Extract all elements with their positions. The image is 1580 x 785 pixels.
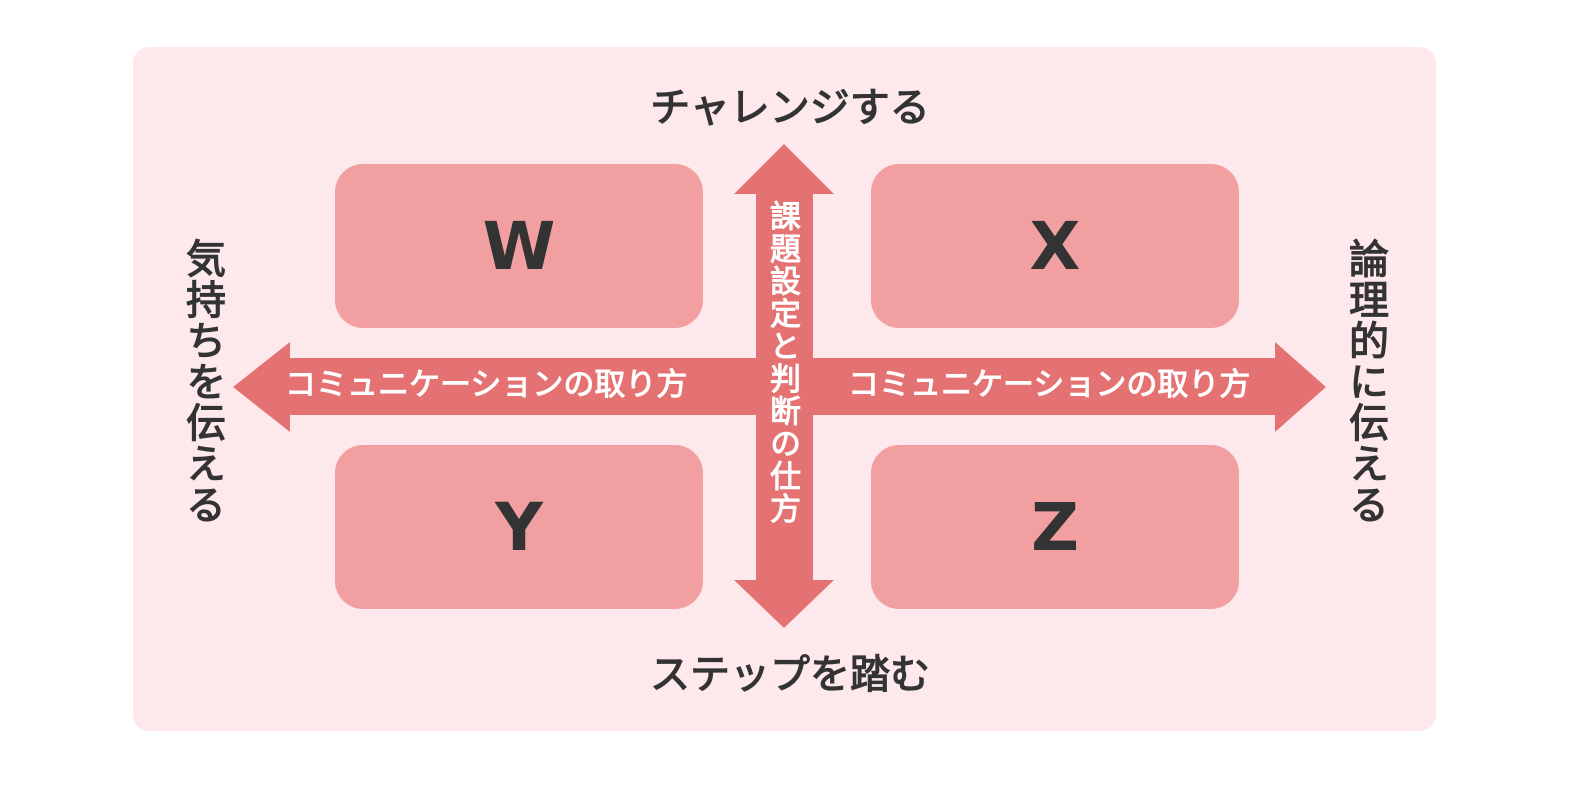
horizontal-axis-label-right: コミュニケーションの取り方 — [848, 367, 1251, 403]
pole-right-label: 論理的に伝える — [1342, 238, 1388, 525]
pole-top-label: チャレンジする — [650, 85, 930, 131]
quadrant-top-right-label: X — [1029, 207, 1081, 285]
quadrant-bottom-right: Z — [871, 445, 1239, 609]
horizontal-axis-label-left: コミュニケーションの取り方 — [285, 367, 688, 403]
quadrant-top-left-label: W — [482, 207, 556, 285]
vertical-axis-label: 課題設定と判断の仕方 — [764, 200, 800, 525]
vertical-axis-arrow — [734, 144, 834, 628]
pole-left-label: 気持ちを伝える — [179, 238, 225, 525]
quadrant-bottom-right-label: Z — [1031, 488, 1079, 566]
quadrant-top-right: X — [871, 164, 1239, 328]
quadrant-top-left: W — [335, 164, 703, 328]
pole-bottom-label: ステップを踏む — [650, 652, 930, 698]
quadrant-bottom-left-label: Y — [495, 488, 543, 566]
quadrant-bottom-left: Y — [335, 445, 703, 609]
